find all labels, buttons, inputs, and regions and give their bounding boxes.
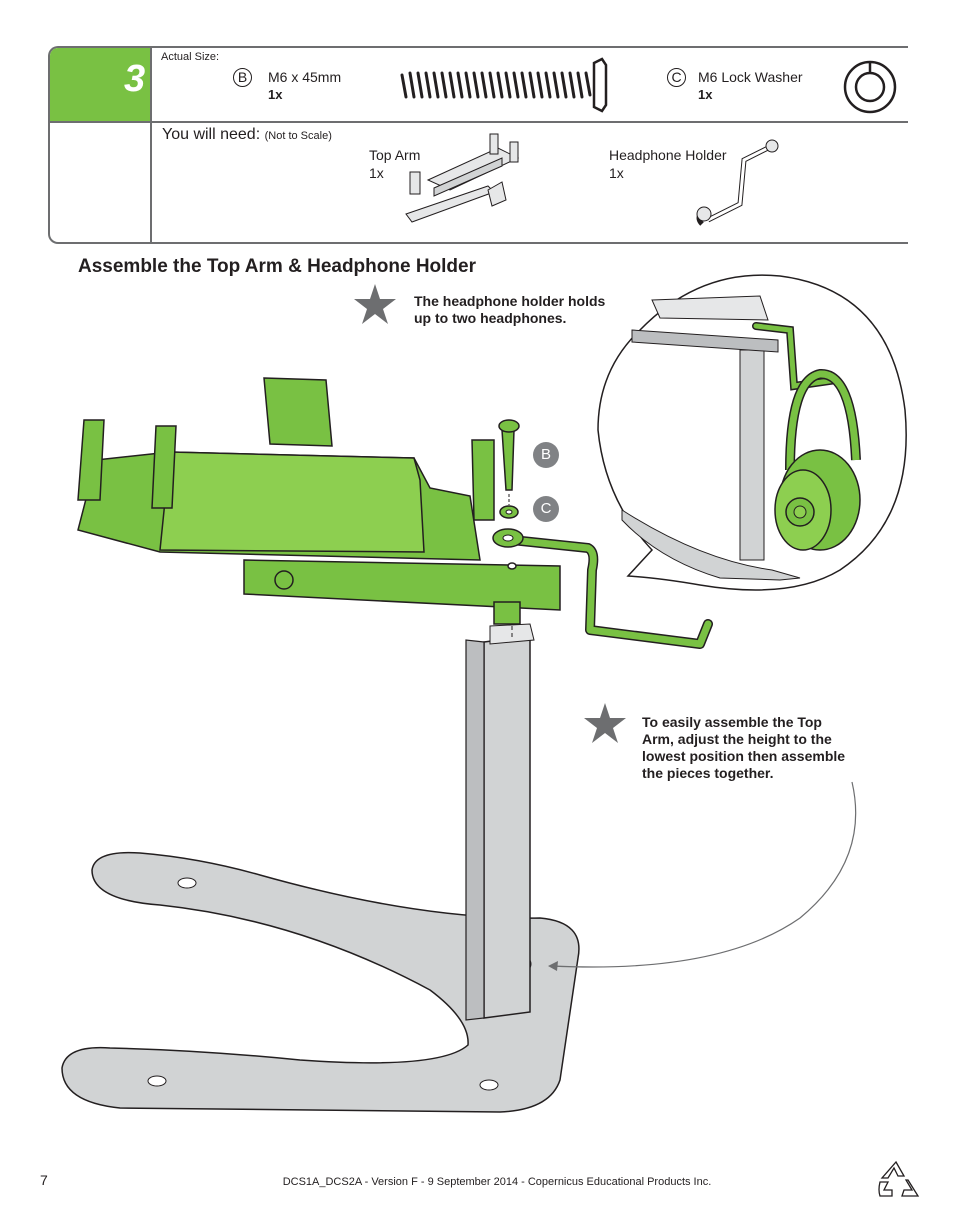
part-headphone-holder-qty: 1x [609,165,624,181]
recycle-icon [878,1160,920,1197]
part-headphone-holder-name: Headphone Holder [609,147,727,163]
table-row-divider [50,121,908,123]
hardware-letter-b: B [233,68,252,87]
parts-table [48,46,908,244]
actual-size-label: Actual Size: [161,51,220,63]
lock-washer-icon [843,60,897,114]
star-icon [354,284,396,324]
you-will-need-label: You will need: (Not to Scale) [162,126,332,143]
step-number-cell [50,48,151,121]
hardware-b-name: M6 x 45mm [268,69,342,85]
callout-b: B [533,442,559,468]
page-number: 7 [40,1172,48,1188]
hardware-b-qty: 1x [268,87,283,102]
part-top-arm-qty: 1x [369,165,384,181]
hardware-letter-c: C [667,68,686,87]
hardware-c-qty: 1x [698,87,713,102]
callout-c: C [533,496,559,522]
hardware-c-name: M6 Lock Washer [698,69,803,85]
star-icon [584,703,626,743]
note-height: To easily assemble the Top Arm, adjust t… [642,714,846,781]
note-headphones: The headphone holder holds up to two hea… [414,293,606,326]
section-heading: Assemble the Top Arm & Headphone Holder [78,256,476,277]
headphone-holder-thumbnail [696,139,779,226]
step-number: 3 [124,58,146,100]
table-column-divider [150,48,152,242]
screw-icon [400,57,608,113]
top-arm-thumbnail [405,133,520,223]
part-top-arm-name: Top Arm [369,147,421,163]
footer-text: DCS1A_DCS2A - Version F - 9 September 20… [282,1176,712,1188]
